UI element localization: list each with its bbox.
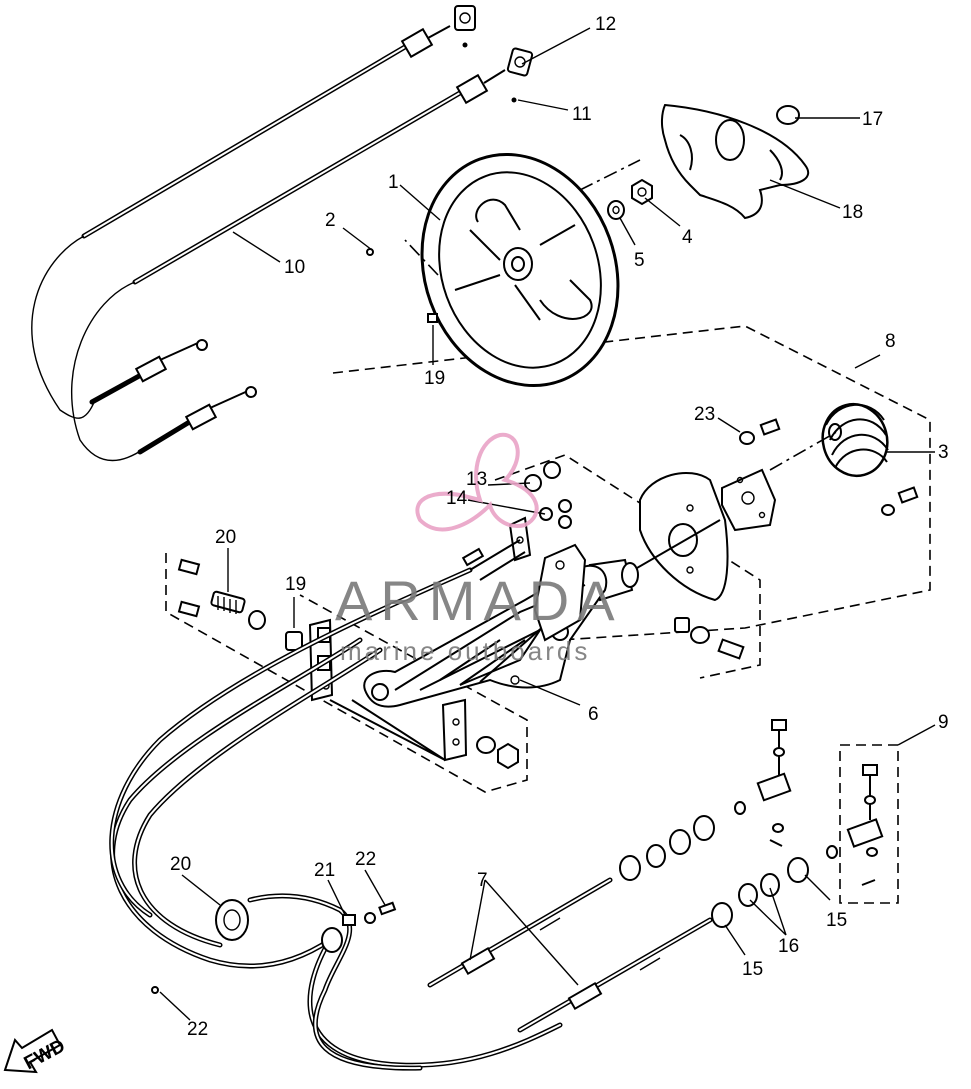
callout-6: 6	[588, 704, 599, 725]
fwd-arrow-icon: FWD	[3, 1028, 69, 1074]
callout-15b: 15	[742, 959, 763, 980]
callout-18: 18	[842, 202, 863, 223]
cable-end-bracket-icon	[454, 5, 476, 31]
assembly-box-center	[494, 454, 761, 679]
callout-4: 4	[682, 227, 693, 248]
part-23-bolt	[739, 418, 919, 516]
armada-watermark: ARMADA marine outboards	[335, 432, 623, 666]
steering-wheel	[420, 152, 620, 388]
callout-17: 17	[862, 109, 883, 130]
part-5-washer	[607, 200, 625, 220]
callout-13: 13	[466, 469, 487, 490]
assembly-box-8	[332, 325, 931, 641]
assembly-box-left-bracket	[165, 553, 528, 793]
callout-5: 5	[634, 250, 645, 271]
assembly-box-9	[839, 744, 899, 904]
part-2-pin	[366, 248, 374, 256]
bracket-hardware	[476, 461, 745, 770]
part-4-nut	[631, 178, 653, 206]
control-cable-loops	[109, 539, 713, 1071]
leader-lines	[159, 27, 936, 1021]
callout-22b: 22	[187, 1019, 208, 1040]
callout-9: 9	[938, 712, 949, 733]
left-bolts	[177, 558, 303, 651]
callout-7: 7	[477, 870, 488, 891]
callout-1: 1	[388, 172, 399, 193]
propeller-logo-icon	[415, 432, 539, 532]
hub-cover	[661, 103, 810, 220]
callout-8: 8	[885, 331, 896, 352]
callout-20b: 20	[170, 854, 191, 875]
callout-12: 12	[595, 14, 616, 35]
side-plate-left	[308, 618, 468, 762]
callout-2: 2	[325, 210, 336, 231]
callout-16: 16	[778, 936, 799, 957]
callout-21: 21	[314, 860, 335, 881]
cable-10-upper	[31, 5, 534, 462]
watermark-brand: ARMADA	[335, 569, 623, 632]
mounting-plate	[639, 468, 777, 602]
callout-22a: 22	[355, 849, 376, 870]
callout-19b: 19	[285, 574, 306, 595]
bracket-6	[363, 543, 608, 708]
callout-15a: 15	[826, 910, 847, 931]
watermark-tagline: marine outboards	[340, 636, 590, 666]
cable-end-hardware	[619, 719, 884, 928]
callout-labels: 1 2 3 4 5 6 7 8 9 10 11 12 13 14 15 15 1…	[170, 14, 949, 1040]
callout-20a: 20	[215, 527, 236, 548]
callout-11: 11	[572, 104, 592, 125]
part-19-key	[427, 313, 438, 323]
callout-3: 3	[938, 442, 949, 463]
emblem	[776, 105, 800, 125]
callout-14: 14	[446, 488, 468, 509]
steering-helm	[821, 403, 889, 477]
callout-10: 10	[284, 257, 305, 278]
callout-19a: 19	[424, 368, 445, 389]
callout-23: 23	[694, 404, 715, 425]
